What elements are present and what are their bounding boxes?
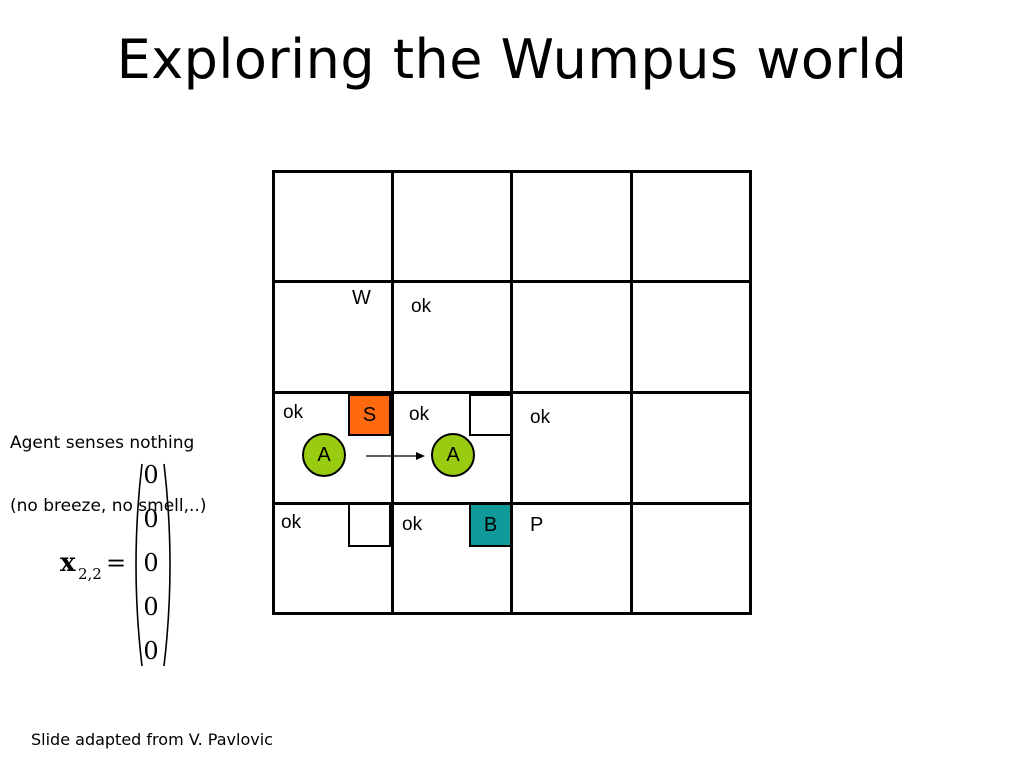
vector-entry: 0 [143, 549, 159, 577]
cell-ok-label: ok [411, 296, 432, 317]
agent-percept-caption: Agent senses nothing (no breeze, no smel… [10, 391, 206, 538]
vector-subscript: 2,2 [78, 565, 102, 583]
vector-entry: 0 [143, 461, 159, 489]
vector-entry: 0 [143, 505, 159, 533]
breeze-marker: B [469, 503, 512, 547]
equals-sign: = [106, 549, 127, 577]
cell-ok-label: ok [281, 512, 302, 533]
grid-line-horizontal [272, 502, 752, 505]
cell-ok-label: ok [283, 402, 304, 423]
slide-credit: Slide adapted from V. Pavlovic [31, 730, 273, 749]
cell-ok-label: ok [530, 407, 551, 428]
caption-line: Agent senses nothing [10, 433, 195, 453]
empty-marker-box [469, 394, 512, 436]
stench-marker: S [348, 394, 391, 436]
vector-entry: 0 [143, 637, 159, 665]
pit-label: P [530, 514, 544, 536]
grid-line-horizontal [272, 391, 752, 394]
vector-entry: 0 [143, 593, 159, 621]
vector-name: x [60, 548, 76, 578]
matrix-brackets [135, 463, 171, 667]
empty-marker-box [348, 502, 391, 547]
wumpus-label: W [352, 287, 371, 309]
agent-marker-current: A [431, 433, 475, 477]
slide-title: Exploring the Wumpus world [116, 28, 908, 91]
cell-ok-label: ok [409, 404, 430, 425]
cell-ok-label: ok [402, 514, 423, 535]
agent-marker-previous: A [302, 433, 346, 477]
caption-line: (no breeze, no smell,..) [10, 496, 207, 516]
move-arrow-icon [366, 452, 425, 460]
grid-line-horizontal [272, 280, 752, 283]
